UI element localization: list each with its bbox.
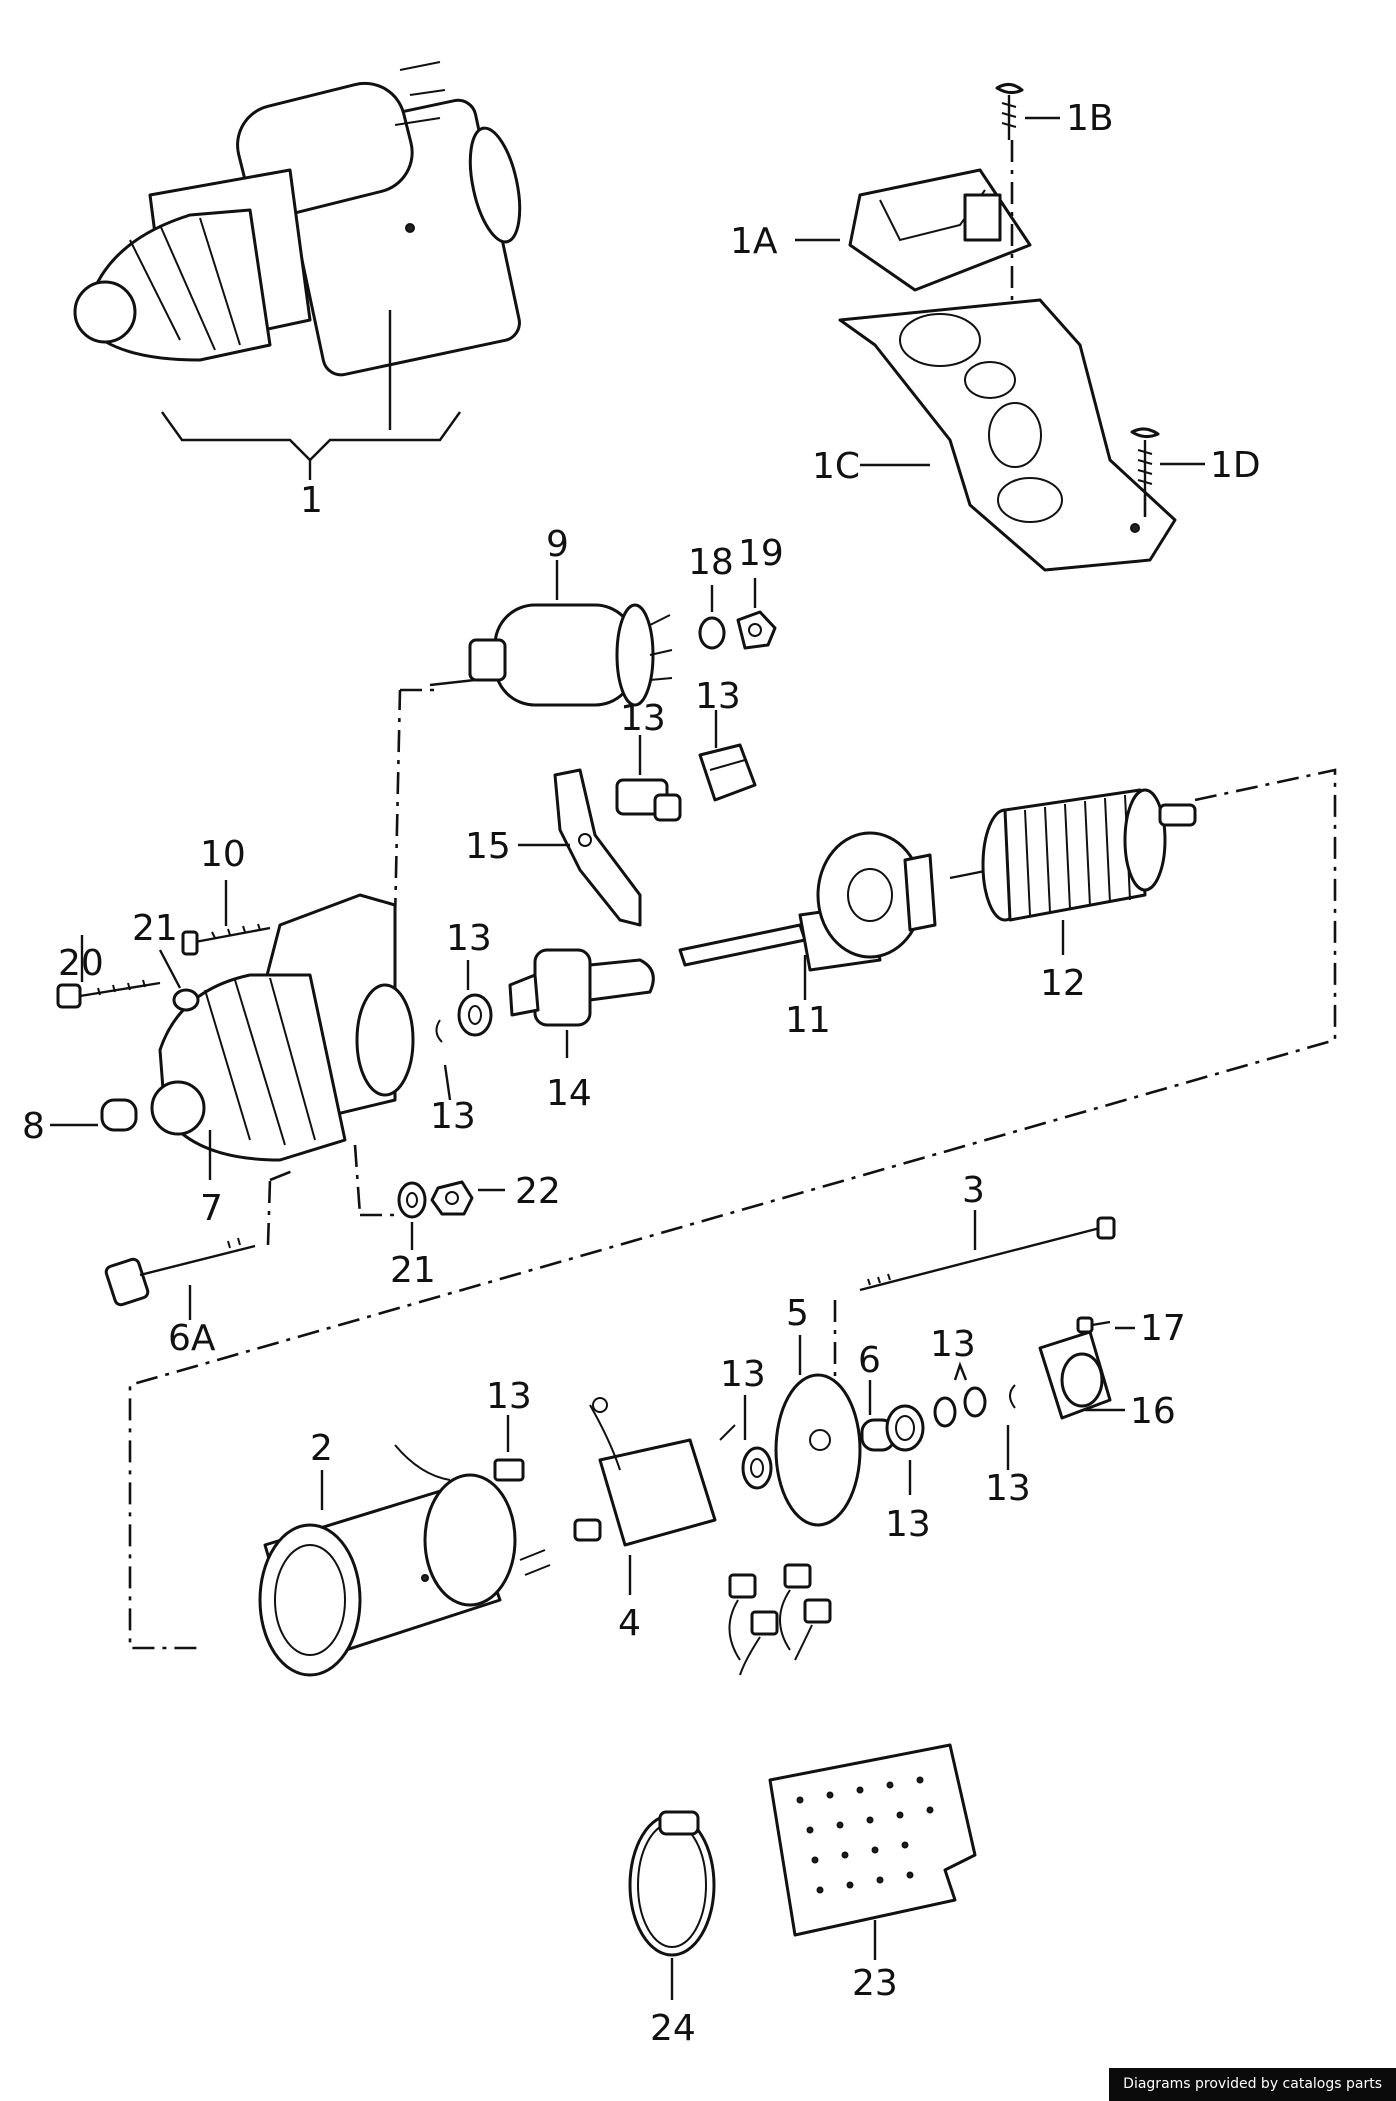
bolt-10 [181, 923, 271, 956]
label-19: 19 [738, 533, 784, 574]
label-17: 17 [1140, 1308, 1186, 1349]
label-15: 15 [465, 826, 511, 867]
ring-13 [457, 993, 493, 1037]
part-13-block [698, 743, 757, 802]
label-3: 3 [962, 1170, 985, 1211]
label-1: 1 [300, 480, 323, 521]
label-24: 24 [650, 2008, 696, 2049]
label-20: 20 [58, 943, 104, 984]
label-1b: 1B [1066, 98, 1114, 139]
bracket-cover-1a [848, 168, 1032, 292]
label-13-f: 13 [885, 1504, 931, 1545]
washer-21-lower [397, 1181, 427, 1219]
label-13-g: 13 [930, 1324, 976, 1365]
label-1a: 1A [730, 221, 778, 262]
bracket-1 [161, 411, 461, 462]
label-21-lower: 21 [390, 1250, 436, 1291]
seal-13-left [741, 1446, 773, 1490]
label-8: 8 [22, 1106, 45, 1147]
brushes [728, 1563, 832, 1676]
label-9: 9 [546, 524, 569, 565]
bolt-6a [104, 1237, 256, 1307]
hose-clamp-24 [628, 1810, 716, 1957]
label-13-i: 13 [486, 1376, 532, 1417]
label-13-c: 13 [430, 1096, 476, 1137]
label-13-d: 13 [446, 918, 492, 959]
label-1d: 1D [1210, 445, 1261, 486]
label-1c: 1C [812, 446, 860, 487]
insulator-13 [493, 1458, 525, 1482]
label-13-a: 13 [620, 698, 666, 739]
nut-18 [698, 616, 726, 650]
circlip-13-right [1009, 1384, 1016, 1409]
label-18: 18 [688, 542, 734, 583]
bolt-20 [56, 979, 161, 1009]
nut-22 [430, 1180, 474, 1216]
starter-assembly-drawing [73, 61, 522, 430]
brush-holder-4 [519, 1397, 736, 1576]
label-13-h: 13 [985, 1468, 1031, 1509]
screw-1d [1130, 427, 1160, 495]
label-21-upper: 21 [132, 908, 178, 949]
through-bolt-3 [859, 1216, 1116, 1292]
label-6: 6 [858, 1340, 881, 1381]
label-13-e: 13 [720, 1354, 766, 1395]
washer-21-upper [172, 988, 200, 1012]
screw-1b [995, 83, 1024, 140]
assembly-centerline [128, 768, 1337, 1650]
solenoid-9 [429, 603, 673, 707]
label-16: 16 [1130, 1391, 1176, 1432]
label-12: 12 [1040, 963, 1086, 1004]
end-shield-5 [774, 1373, 862, 1527]
bracket-plate-1c [838, 298, 1177, 572]
intermediate-shaft-11 [678, 831, 937, 972]
label-11: 11 [785, 1000, 831, 1041]
label-7: 7 [200, 1188, 223, 1229]
drive-end-housing-7 [150, 893, 415, 1162]
label-5: 5 [786, 1293, 809, 1334]
part-13-holder [615, 778, 682, 822]
nut-19 [736, 610, 777, 650]
label-13-b: 13 [695, 676, 741, 717]
label-22: 22 [515, 1171, 561, 1212]
label-14: 14 [546, 1073, 592, 1114]
label-4: 4 [618, 1603, 641, 1644]
label-10: 10 [200, 834, 246, 875]
label-2: 2 [310, 1428, 333, 1469]
screw-17 [1076, 1316, 1111, 1334]
washers-13 [933, 1386, 987, 1428]
heat-shield-23 [768, 1743, 977, 1937]
fork-lever-15 [553, 768, 642, 927]
label-23: 23 [852, 1963, 898, 2004]
yoke-housing-2 [258, 1444, 517, 1677]
circlip-13 [435, 1019, 443, 1043]
drive-pinion-14 [508, 948, 655, 1027]
armature-12 [949, 788, 1197, 922]
bushing-8 [100, 1098, 138, 1132]
end-cap-16 [1038, 1330, 1112, 1420]
label-6a: 6A [168, 1318, 216, 1359]
diagram-credit: Diagrams provided by catalogs parts [1109, 2068, 1396, 2101]
seal-13-ring [885, 1404, 925, 1452]
